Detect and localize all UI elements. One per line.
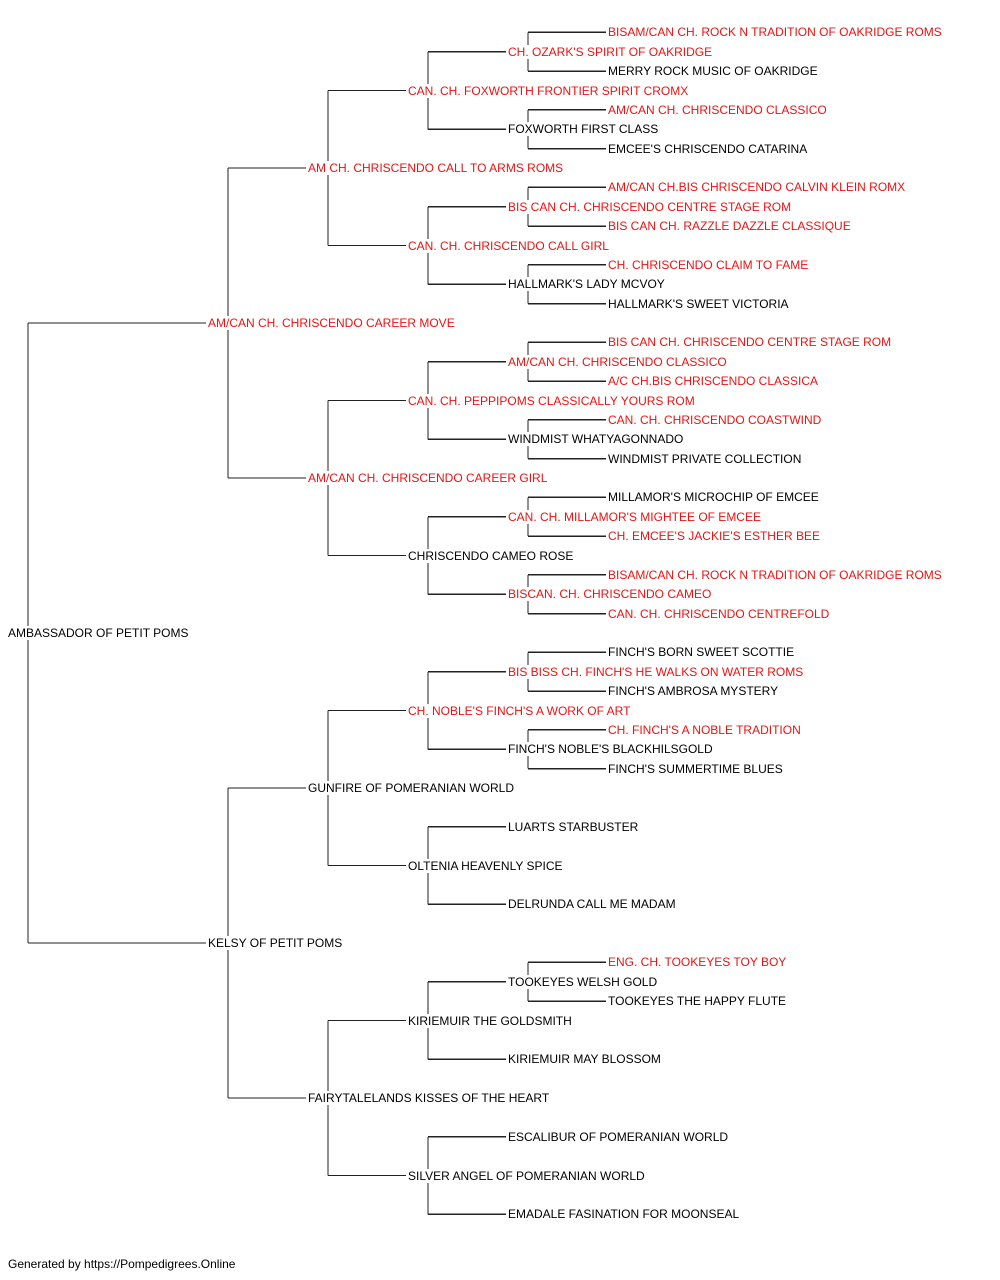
pedigree-dam-gen5: MERRY ROCK MUSIC OF OAKRIDGE [608,64,820,79]
pedigree-sire-gen4: CAN. CH. MILLAMOR'S MIGHTEE OF EMCEE [508,509,763,524]
pedigree-sire-gen5: MILLAMOR'S MICROCHIP OF EMCEE [608,490,821,505]
pedigree-sire-gen5: CH. CHRISCENDO CLAIM TO FAME [608,257,811,272]
pedigree-sire-gen4: LUARTS STARBUSTER [508,819,641,834]
pedigree-dam-gen5: BIS CAN CH. RAZZLE DAZZLE CLASSIQUE [608,219,853,234]
pedigree-sire-gen3: CAN. CH. PEPPIPOMS CLASSICALLY YOURS ROM [408,393,697,408]
pedigree-dam-gen4: DELRUNDA CALL ME MADAM [508,897,678,912]
pedigree-dam-gen5: WINDMIST PRIVATE COLLECTION [608,451,804,466]
pedigree-dam-gen3: SILVER ANGEL OF POMERANIAN WORLD [408,1168,647,1183]
footer-credit: Generated by https://Pompedigrees.Online [8,1257,236,1271]
pedigree-sire-gen5: CAN. CH. CHRISCENDO COASTWIND [608,412,824,427]
pedigree-sire-gen5: CH. FINCH'S A NOBLE TRADITION [608,722,803,737]
pedigree-dam-gen5: A/C CH.BIS CHRISCENDO CLASSICA [608,374,821,389]
pedigree-dam-gen2: AM/CAN CH. CHRISCENDO CAREER GIRL [308,471,550,485]
pedigree-sire-gen5: BISAM/CAN CH. ROCK N TRADITION OF OAKRID… [608,567,944,582]
pedigree-dam-gen4: WINDMIST WHATYAGONNADO [508,432,686,447]
pedigree-dam-gen4: FOXWORTH FIRST CLASS [508,122,661,137]
pedigree-sire-gen2: AM CH. CHRISCENDO CALL TO ARMS ROMS [308,161,566,175]
pedigree-sire-gen3: KIRIEMUIR THE GOLDSMITH [408,1013,574,1028]
pedigree-dam-gen5: EMCEE'S CHRISCENDO CATARINA [608,141,810,156]
pedigree-dam-gen5: HALLMARK'S SWEET VICTORIA [608,296,791,311]
pedigree-sire-gen4: BIS CAN CH. CHRISCENDO CENTRE STAGE ROM [508,199,794,214]
pedigree-dam-gen5: FINCH'S AMBROSA MYSTERY [608,684,781,699]
pedigree-sire-gen4: AM/CAN CH. CHRISCENDO CLASSICO [508,354,729,369]
pedigree-sire-gen1: AM/CAN CH. CHRISCENDO CAREER MOVE [208,316,457,330]
pedigree-sire-gen5: AM/CAN CH.BIS CHRISCENDO CALVIN KLEIN RO… [608,180,908,195]
pedigree-dam-gen3: CHRISCENDO CAMEO ROSE [408,548,576,563]
pedigree-subject-gen0: AMBASSADOR OF PETIT POMS [8,626,191,640]
pedigree-sire-gen3: CH. NOBLE'S FINCH'S A WORK OF ART [408,703,633,718]
pedigree-dam-gen5: CAN. CH. CHRISCENDO CENTREFOLD [608,606,832,621]
pedigree-sire-gen4: BIS BISS CH. FINCH'S HE WALKS ON WATER R… [508,664,806,679]
pedigree-sire-gen3: CAN. CH. FOXWORTH FRONTIER SPIRIT CROMX [408,83,691,98]
pedigree-dam-gen4: EMADALE FASINATION FOR MOONSEAL [508,1207,742,1222]
pedigree-dam-gen5: CH. EMCEE'S JACKIE'S ESTHER BEE [608,529,822,544]
pedigree-dam-gen3: CAN. CH. CHRISCENDO CALL GIRL [408,238,611,253]
pedigree-dam-gen1: KELSY OF PETIT POMS [208,936,345,950]
pedigree-dam-gen4: BISCAN. CH. CHRISCENDO CAMEO [508,587,714,602]
pedigree-dam-gen5: TOOKEYES THE HAPPY FLUTE [608,994,789,1009]
pedigree-sire-gen4: ESCALIBUR OF POMERANIAN WORLD [508,1129,731,1144]
pedigree-dam-gen5: FINCH'S SUMMERTIME BLUES [608,761,785,776]
pedigree-dam-gen2: FAIRYTALELANDS KISSES OF THE HEART [308,1091,552,1105]
pedigree-sire-gen2: GUNFIRE OF POMERANIAN WORLD [308,781,517,795]
pedigree-sire-gen5: AM/CAN CH. CHRISCENDO CLASSICO [608,102,829,117]
pedigree-sire-gen5: BISAM/CAN CH. ROCK N TRADITION OF OAKRID… [608,25,944,40]
pedigree-sire-gen4: CH. OZARK'S SPIRIT OF OAKRIDGE [508,44,715,59]
pedigree-dam-gen4: FINCH'S NOBLE'S BLACKHILSGOLD [508,742,715,757]
pedigree-sire-gen5: FINCH'S BORN SWEET SCOTTIE [608,645,797,660]
pedigree-sire-gen5: BIS CAN CH. CHRISCENDO CENTRE STAGE ROM [608,335,894,350]
pedigree-dam-gen3: OLTENIA HEAVENLY SPICE [408,858,565,873]
pedigree-dam-gen4: HALLMARK'S LADY MCVOY [508,277,667,292]
pedigree-sire-gen4: TOOKEYES WELSH GOLD [508,974,660,989]
pedigree-dam-gen4: KIRIEMUIR MAY BLOSSOM [508,1052,663,1067]
pedigree-sire-gen5: ENG. CH. TOOKEYES TOY BOY [608,955,789,970]
